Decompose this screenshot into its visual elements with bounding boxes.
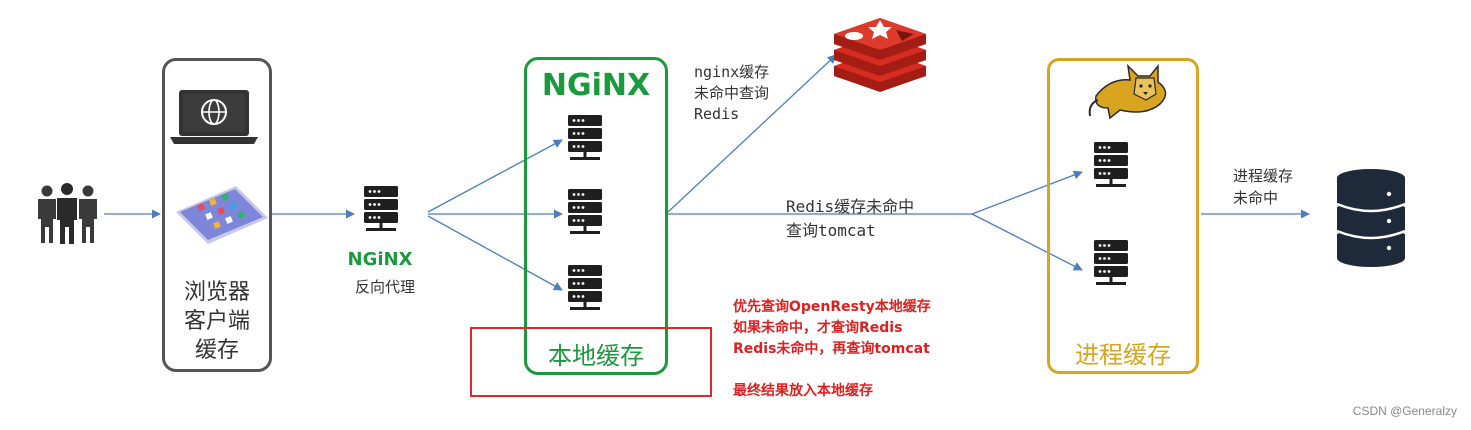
browser-cache-line-2: 客户端 [183,309,250,334]
note-line: Redis未命中，再查询tomcat [733,341,930,357]
edge-label-line: 未命中查询 [694,84,770,102]
edge-label-tomcat-db: 进程缓存 未命中 [1233,165,1293,209]
tomcat-icon [1088,63,1167,120]
note-line: 优先查询OpenResty本地缓存 [733,299,931,315]
arrow-nginx-to-redis [667,54,837,213]
arrow-proxy-to-server-1 [427,139,563,213]
phone-icon [176,186,268,244]
users-icon [38,183,97,244]
edge-label-line: Redis缓存未命中 [786,197,915,216]
watermark: CSDN @Generalzy [1352,404,1457,418]
process-cache-box [1047,58,1199,374]
local-cache-label: 本地缓存 [548,342,644,370]
reverse-proxy-label: 反向代理 [354,278,415,296]
note-line: 最终结果放入本地缓存 [733,383,873,399]
local-cache-box [524,57,668,375]
edge-label-line: 进程缓存 [1233,167,1294,185]
process-cache-label: 进程缓存 [1075,341,1171,369]
note-line [733,360,931,381]
browser-cache-label: 浏览器 客户端 缓存 [162,278,272,365]
browser-cache-line-1: 浏览器 [183,280,250,305]
laptop-icon [170,90,258,144]
note-line: 如果未命中，才查询Redis [733,320,903,336]
highlight-rect [470,327,712,397]
nginx-logo: NGiNX [348,249,413,270]
edge-label-line: nginx缓存 [694,63,770,81]
browser-cache-line-3: 缓存 [194,338,239,363]
edge-label-nginx-redis: nginx缓存 未命中查询 Redis [694,62,769,125]
server-icon [364,186,398,231]
redis-icon [834,18,926,92]
nginx-logo: NGiNX [542,68,650,103]
edge-label-line: Redis [694,105,740,123]
annotation-notes: 优先查询OpenResty本地缓存 如果未命中，才查询Redis Redis未命… [733,297,931,402]
arrow-to-tomcat-server-2 [971,213,1083,271]
database-icon [1336,169,1406,267]
edge-label-nginx-tomcat: Redis缓存未命中 查询tomcat [786,195,914,243]
edge-label-line: 未命中 [1233,189,1279,207]
arrows [104,54,1310,291]
edge-label-line: 查询tomcat [786,221,876,240]
browser-cache-box [162,58,272,372]
arrow-to-tomcat-server-1 [971,170,1083,215]
arrow-proxy-to-server-3 [427,215,563,291]
